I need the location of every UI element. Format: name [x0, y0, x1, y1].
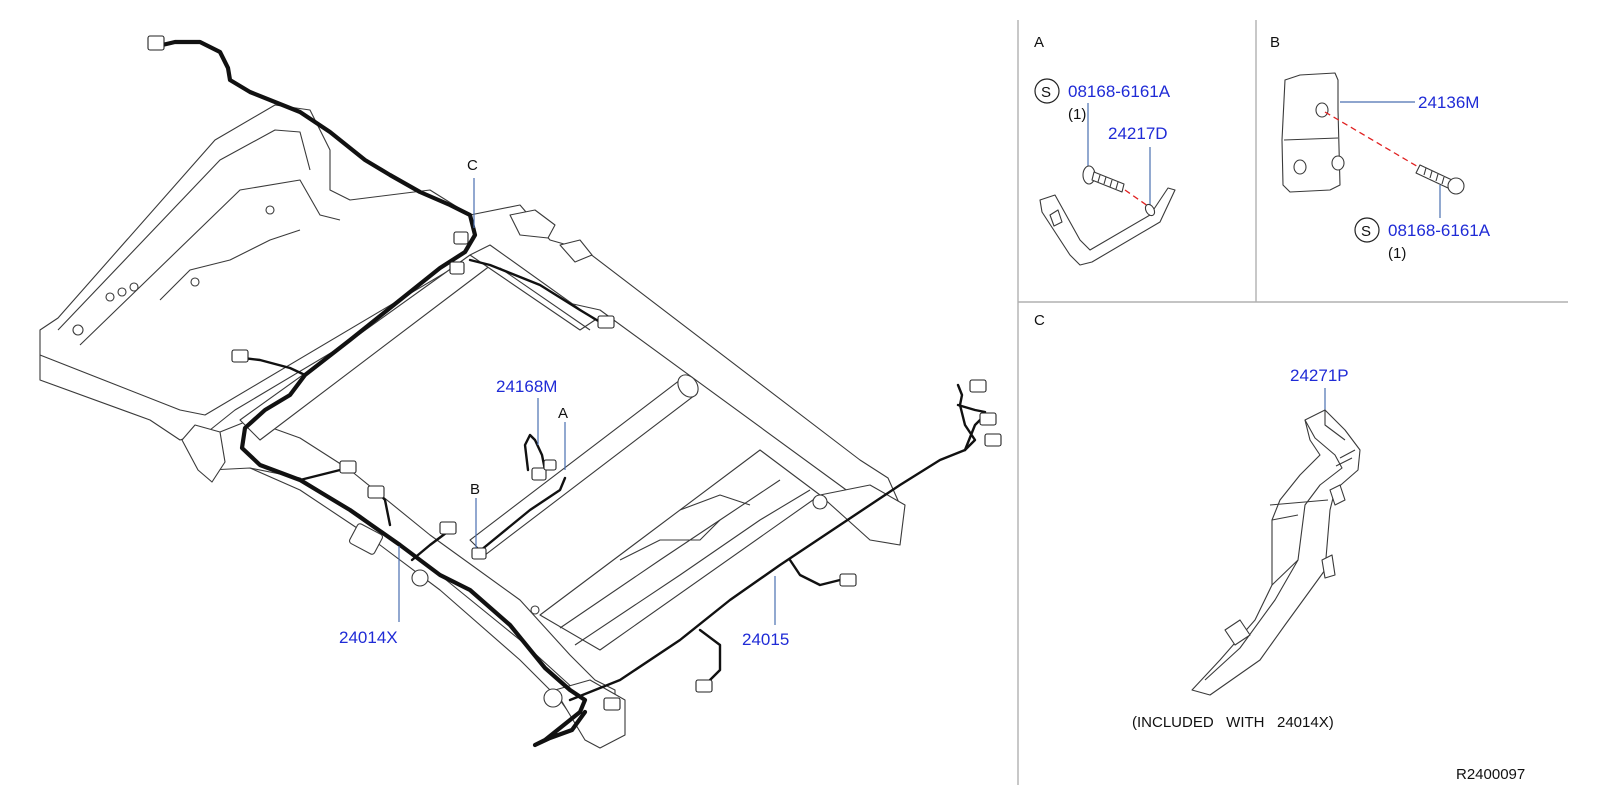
harness-connectors: [147, 35, 1002, 711]
callout-b: B: [470, 481, 480, 498]
panel-c: C 24271P (INCLUDED WITH 24014X): [1034, 312, 1361, 731]
diagram-id: R2400097: [1456, 766, 1525, 783]
panel-frames: [1017, 20, 1568, 785]
part-24014x-label: 24014X: [339, 628, 398, 647]
panel-b-qty: (1): [1388, 245, 1406, 262]
panel-a-qty: (1): [1068, 106, 1086, 123]
panel-c-note: (INCLUDED WITH 24014X): [1132, 714, 1334, 731]
panel-c-part: 24271P: [1290, 366, 1349, 385]
callout-a: A: [558, 405, 568, 422]
panel-c-title: C: [1034, 312, 1045, 329]
panel-b-bracket-part: 24136M: [1418, 93, 1479, 112]
panel-a-symbol: S: [1041, 84, 1051, 101]
panel-a: A S 08168-6161A (1) 24217D: [1034, 34, 1176, 266]
panel-b-title: B: [1270, 34, 1280, 51]
s-symbol-a: [1034, 78, 1060, 104]
callout-c: C: [467, 157, 478, 174]
bolt-b: [1415, 164, 1465, 195]
panel-b-bolt-part: 08168-6161A: [1388, 221, 1491, 240]
harness-protector: [1191, 409, 1361, 696]
vehicle-frame: [39, 104, 906, 749]
bolt-a: [1082, 165, 1125, 193]
panel-b: B 24136M S 08168-6161A (1): [1270, 34, 1491, 262]
main-leaders: [398, 178, 776, 625]
s-symbol-b: [1354, 217, 1380, 243]
panel-a-bolt-part: 08168-6161A: [1068, 82, 1171, 101]
panel-a-title: A: [1034, 34, 1044, 51]
part-24168m-label: 24168M: [496, 377, 557, 396]
panel-b-symbol: S: [1361, 223, 1371, 240]
panel-a-bracket-part: 24217D: [1108, 124, 1168, 143]
part-24015-label: 24015: [742, 630, 789, 649]
